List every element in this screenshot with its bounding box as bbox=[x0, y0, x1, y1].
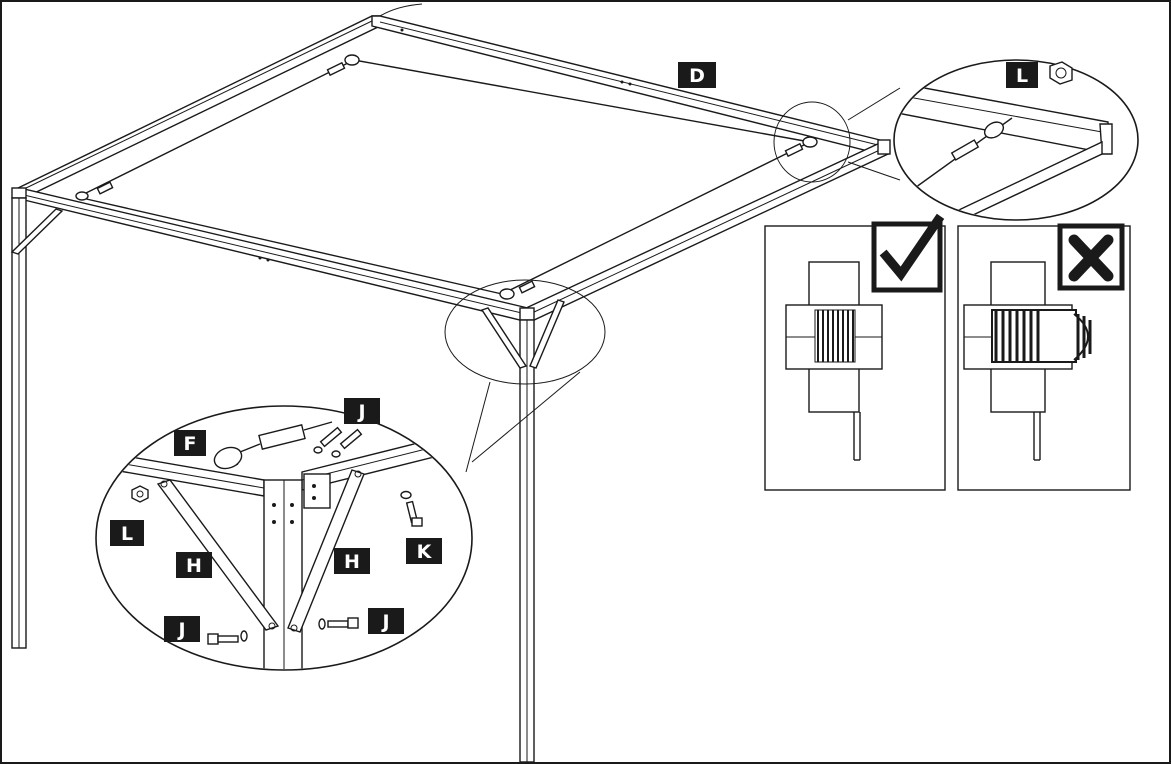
turnbuckle bbox=[326, 61, 346, 77]
front-corner-cap bbox=[519, 307, 535, 321]
svg-text:J: J bbox=[356, 401, 365, 423]
front-brace-left bbox=[480, 307, 528, 369]
svg-text:L: L bbox=[121, 523, 133, 545]
part-label-h-right: H bbox=[334, 548, 370, 574]
svg-text:K: K bbox=[417, 541, 433, 563]
correct-panel bbox=[764, 213, 946, 491]
callout-circle-corner bbox=[773, 101, 851, 183]
turnbuckle bbox=[518, 280, 536, 294]
svg-text:J: J bbox=[380, 611, 389, 633]
part-label-l-top: L bbox=[1006, 62, 1038, 88]
tension-wires bbox=[75, 54, 818, 300]
part-label-f: F bbox=[174, 430, 206, 456]
eye-bolt bbox=[499, 288, 515, 300]
svg-text:H: H bbox=[344, 551, 360, 573]
detail-corner-eyebolt: L bbox=[893, 59, 1139, 221]
svg-text:J: J bbox=[176, 619, 185, 641]
front-left-beam bbox=[15, 188, 533, 322]
part-label-d: D bbox=[678, 62, 716, 88]
front-brace-right bbox=[529, 299, 565, 369]
incorrect-panel bbox=[957, 223, 1131, 491]
eye-bolt bbox=[802, 136, 818, 148]
part-label-l-detail: L bbox=[110, 520, 144, 546]
svg-text:F: F bbox=[184, 433, 197, 455]
left-corner-cap bbox=[11, 187, 27, 199]
callout-circle-front bbox=[444, 279, 606, 385]
cross-mark-icon bbox=[1057, 223, 1125, 291]
part-label-j-bottom-left: J bbox=[164, 616, 200, 642]
brace-h-right bbox=[287, 469, 365, 633]
turnbuckle bbox=[96, 181, 114, 195]
svg-text:D: D bbox=[689, 65, 705, 87]
part-label-j-top: J bbox=[344, 398, 380, 424]
svg-text:L: L bbox=[1016, 65, 1028, 87]
part-label-k: K bbox=[406, 538, 442, 564]
hex-nut-icon bbox=[1049, 61, 1073, 85]
frame-structure bbox=[10, 3, 891, 762]
part-label-j-bottom-right: J bbox=[368, 608, 404, 634]
left-brace bbox=[10, 208, 64, 255]
eye-bolt bbox=[75, 191, 89, 201]
check-mark-icon bbox=[871, 213, 945, 293]
part-label-h-left: H bbox=[176, 552, 212, 578]
right-corner-cap bbox=[877, 139, 891, 155]
turnbuckle bbox=[784, 142, 804, 158]
eye-bolt bbox=[344, 54, 360, 66]
detail-front-corner: F J L H H K J J bbox=[95, 398, 473, 671]
svg-text:H: H bbox=[186, 555, 202, 577]
